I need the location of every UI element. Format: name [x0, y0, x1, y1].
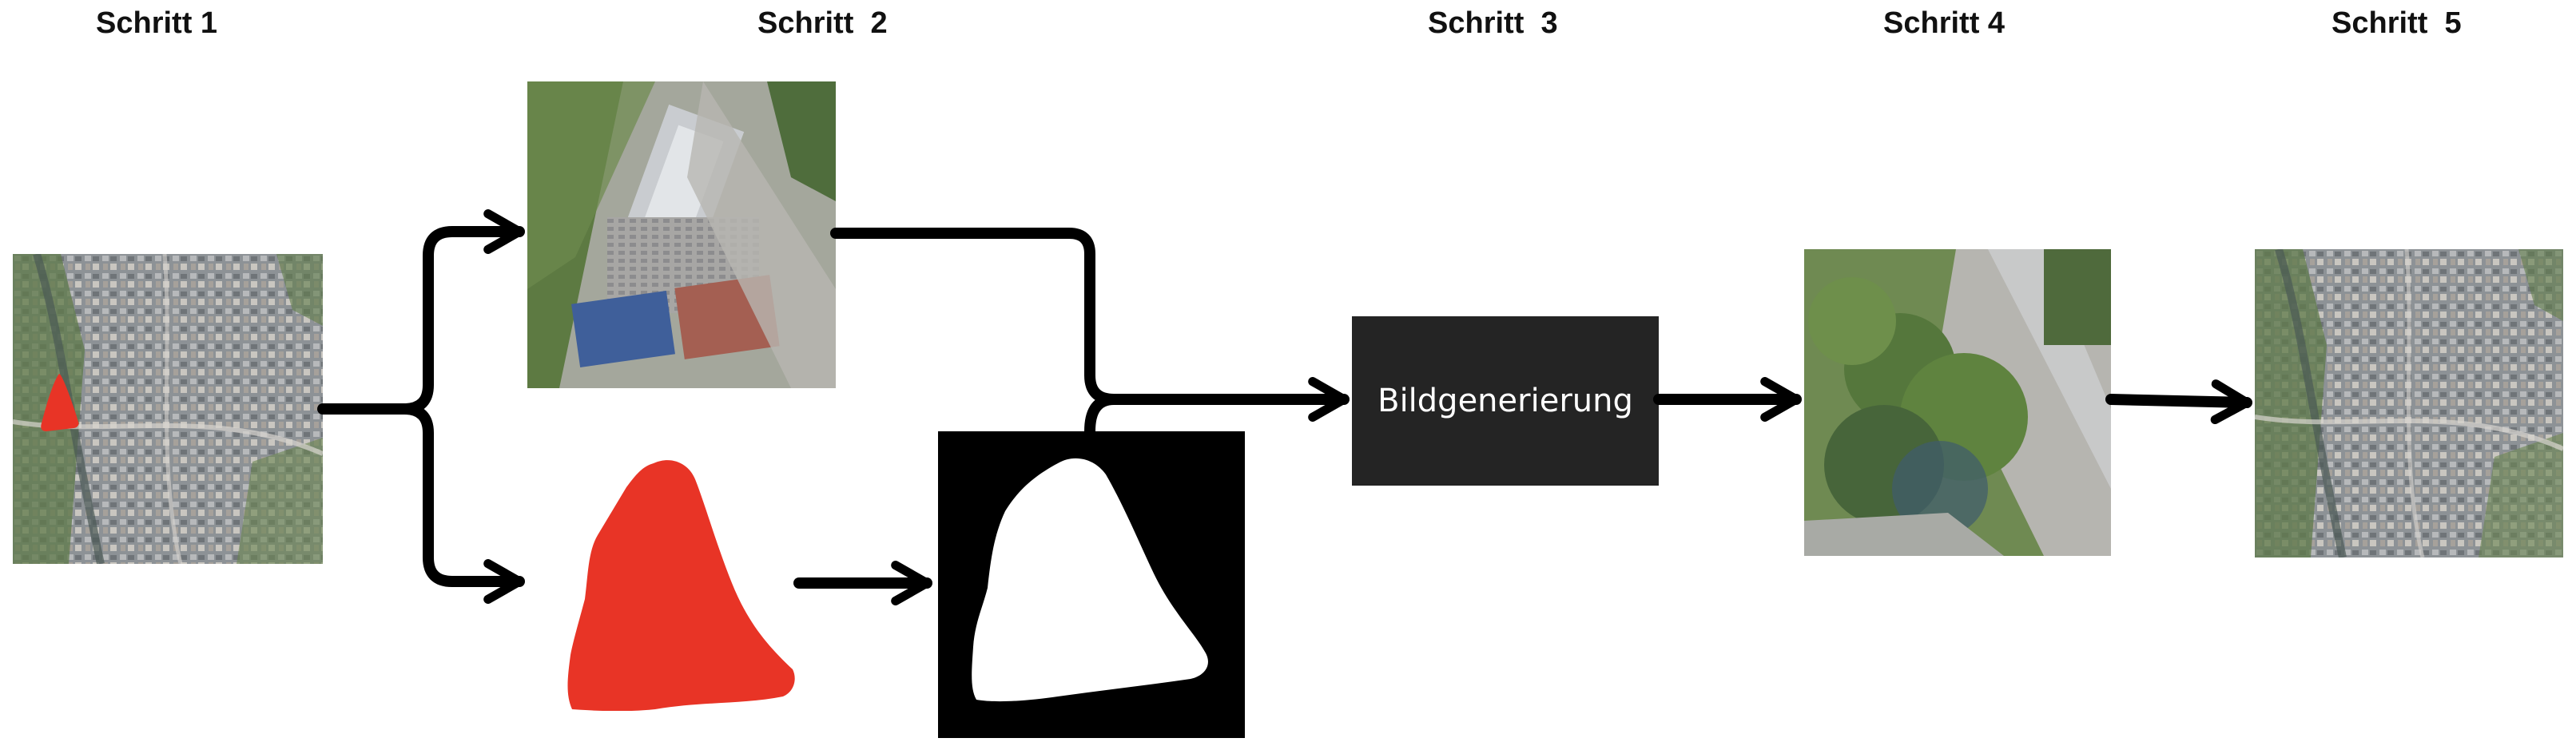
step2-aerial-crop [527, 81, 836, 388]
branch-down-arrow [399, 403, 525, 604]
step-5-label: Schritt 5 [2332, 6, 2462, 40]
step2-binary-mask [938, 431, 1245, 738]
branch-up-arrow [399, 209, 525, 415]
step-2-label: Schritt 2 [757, 6, 888, 40]
step4-to-step5-arrow [2105, 379, 2252, 425]
step-3-label: Schritt 3 [1428, 6, 1558, 40]
step-1-label: Schritt 1 [96, 6, 218, 40]
binary-merge-connector [1084, 394, 1119, 437]
step1-aerial-image [13, 254, 323, 564]
step5-output-image [2255, 249, 2563, 558]
step2-red-mask-shape [559, 455, 799, 711]
image-generation-label: Bildgenerierung [1377, 383, 1633, 419]
step-4-label: Schritt 4 [1883, 6, 2006, 40]
image-generation-box: Bildgenerierung [1352, 316, 1659, 486]
step4-generated-crop [1804, 249, 2111, 556]
crop-merge-connector [830, 228, 1119, 405]
